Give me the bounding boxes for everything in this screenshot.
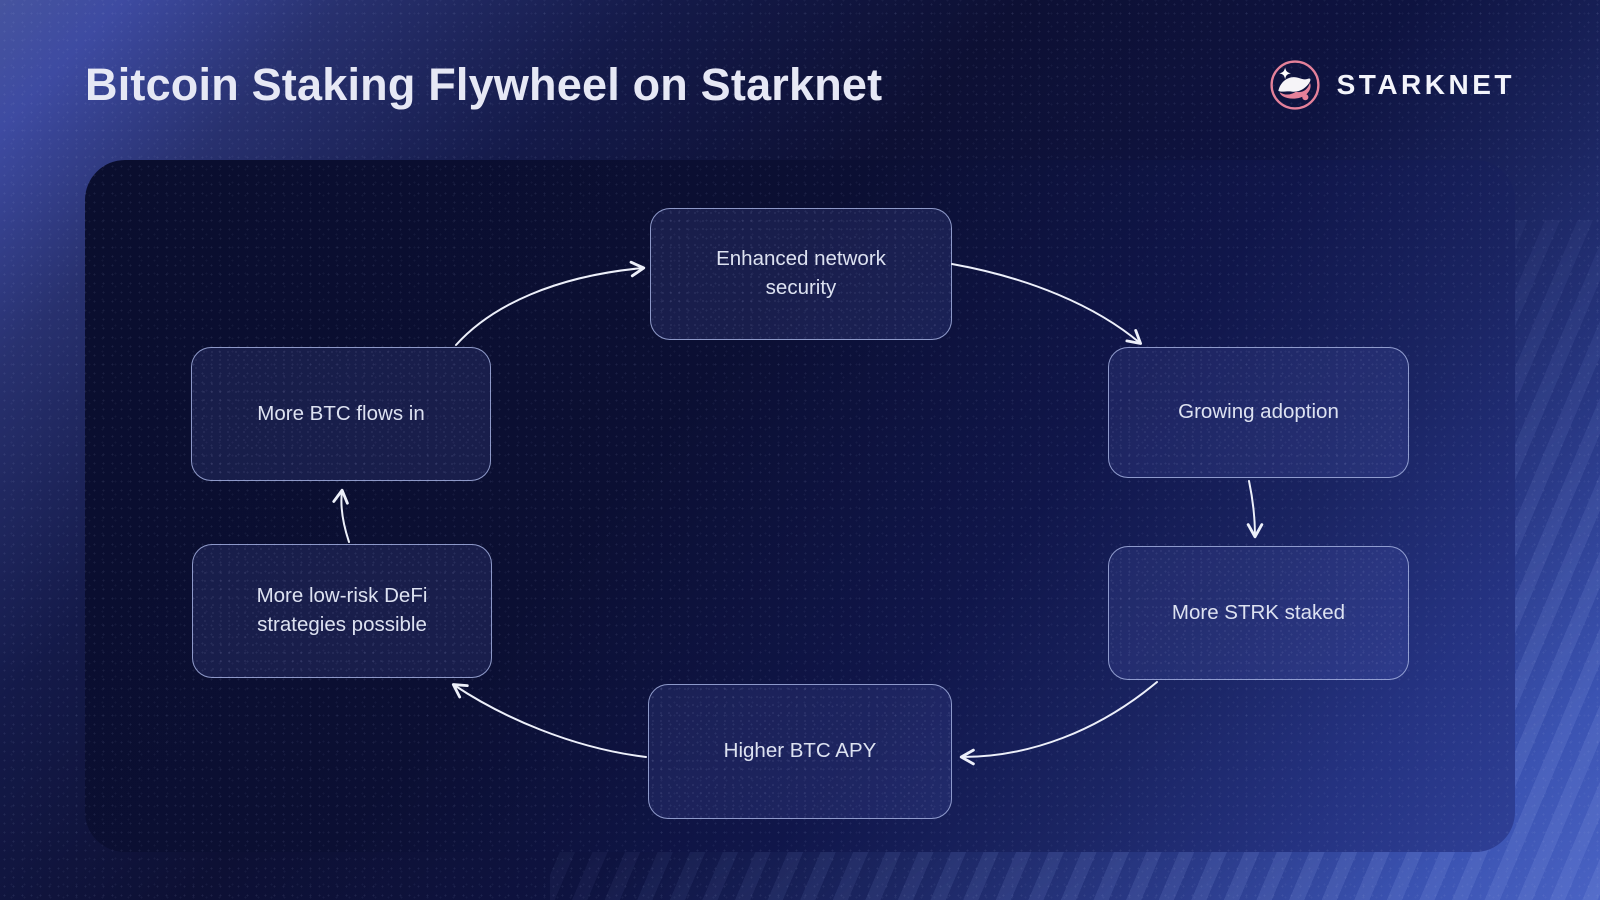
flow-node-more-low-risk-defi: More low-risk DeFi strategies possible [192, 544, 492, 678]
flow-node-label: More low-risk DeFi strategies possible [256, 584, 428, 636]
brand-name: STARKNET [1336, 69, 1515, 100]
flow-node-more-strk-staked: More STRK staked [1108, 546, 1409, 680]
flow-node-enhanced-network-security: Enhanced network security [650, 208, 952, 340]
flow-node-label: More BTC flows in [257, 401, 425, 425]
flow-node-label: Growing adoption [1178, 400, 1339, 424]
flow-node-label: Enhanced network security [716, 247, 886, 299]
flow-node-growing-adoption: Growing adoption [1108, 347, 1409, 478]
flow-node-higher-btc-apy: Higher BTC APY [648, 684, 952, 819]
brand-lockup: STARKNET [1268, 58, 1515, 112]
starknet-swoosh-icon [1270, 60, 1320, 110]
flow-node-label: Higher BTC APY [723, 739, 877, 763]
diagram-panel [85, 160, 1515, 852]
flow-node-more-btc-flows-in: More BTC flows in [191, 347, 491, 481]
header: Bitcoin Staking Flywheel on Starknet STA… [85, 58, 1515, 112]
page-title: Bitcoin Staking Flywheel on Starknet [85, 59, 883, 110]
flow-node-label: More STRK staked [1171, 600, 1346, 624]
